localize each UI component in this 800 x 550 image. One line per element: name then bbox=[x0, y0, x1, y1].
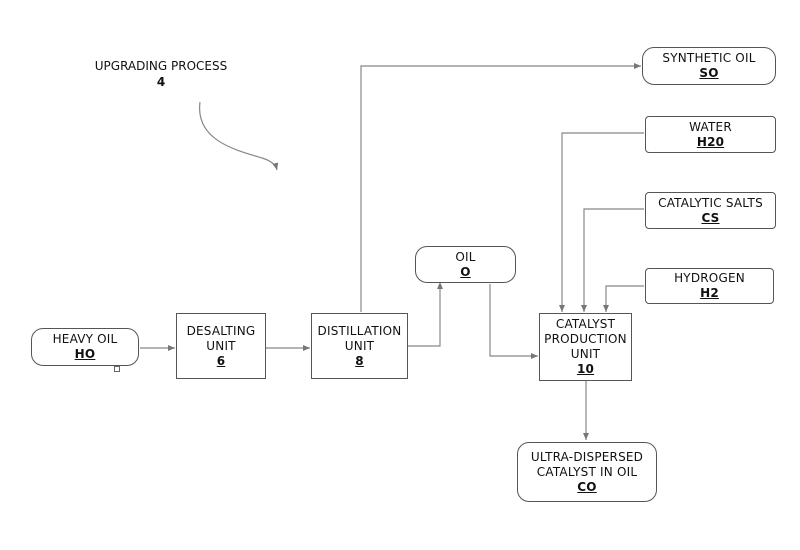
node-water[interactable]: WATER H20 bbox=[645, 116, 776, 153]
node-code: SO bbox=[699, 66, 719, 80]
connector-handle[interactable] bbox=[114, 366, 120, 372]
edge-water-catalyst bbox=[559, 132, 644, 312]
edge-salts-catalyst bbox=[581, 208, 644, 312]
node-label: UNIT bbox=[570, 347, 601, 361]
node-code: H2 bbox=[700, 286, 719, 300]
node-label: ULTRA-DISPERSED bbox=[530, 449, 644, 464]
node-catalytic-salts[interactable]: CATALYTIC SALTS CS bbox=[645, 192, 776, 229]
node-label: HEAVY OIL bbox=[52, 332, 118, 346]
edge-distillation-oil bbox=[408, 282, 443, 347]
node-ultra-dispersed-catalyst[interactable]: ULTRA-DISPERSED CATALYST IN OIL CO bbox=[517, 442, 657, 502]
process-curve-arrow bbox=[199, 101, 279, 171]
node-code: 10 bbox=[576, 362, 595, 376]
node-label: DESALTING bbox=[186, 323, 256, 338]
node-label: DISTILLATION bbox=[317, 323, 402, 338]
node-label: CATALYTIC SALTS bbox=[658, 195, 763, 210]
node-label: CATALYST bbox=[555, 317, 616, 331]
process-title: UPGRADING PROCESS 4 bbox=[70, 58, 252, 90]
node-synthetic-oil[interactable]: SYNTHETIC OIL SO bbox=[642, 47, 776, 85]
node-label: SYNTHETIC OIL bbox=[662, 51, 756, 65]
node-code: HO bbox=[74, 347, 96, 361]
node-heavy-oil[interactable]: HEAVY OIL HO bbox=[31, 328, 139, 366]
node-catalyst-production-unit[interactable]: CATALYST PRODUCTION UNIT 10 bbox=[539, 313, 632, 381]
node-distillation-unit[interactable]: DISTILLATION UNIT 8 bbox=[311, 313, 408, 379]
process-label: UPGRADING PROCESS bbox=[94, 59, 228, 73]
process-number: 4 bbox=[156, 75, 166, 89]
node-label: UNIT bbox=[206, 338, 236, 353]
node-code: 8 bbox=[355, 353, 364, 368]
node-code: CS bbox=[701, 210, 720, 225]
node-label: UNIT bbox=[344, 338, 375, 353]
node-code: H20 bbox=[696, 134, 725, 149]
node-desalting-unit[interactable]: DESALTING UNIT 6 bbox=[176, 313, 266, 379]
node-hydrogen[interactable]: HYDROGEN H2 bbox=[645, 268, 774, 304]
edge-hydrogen-catalyst bbox=[603, 285, 644, 312]
node-label: WATER bbox=[689, 119, 732, 134]
node-label: PRODUCTION bbox=[544, 332, 627, 346]
node-code: CO bbox=[577, 479, 597, 494]
node-code: O bbox=[460, 264, 471, 279]
node-code: 6 bbox=[216, 353, 226, 368]
edge-oil-catalyst bbox=[489, 284, 538, 359]
node-oil[interactable]: OIL O bbox=[415, 246, 516, 283]
node-label: HYDROGEN bbox=[674, 271, 745, 285]
node-label: CATALYST IN OIL bbox=[536, 464, 638, 479]
edge-distillation-syntheticoil bbox=[360, 63, 641, 312]
node-label: OIL bbox=[455, 249, 476, 264]
